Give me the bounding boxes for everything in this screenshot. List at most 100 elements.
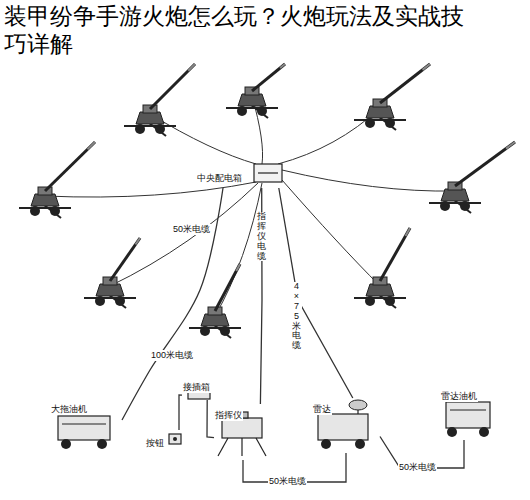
director-body bbox=[222, 418, 262, 438]
cable-connector bbox=[122, 188, 223, 420]
generator-body bbox=[58, 416, 110, 440]
gun-barrel bbox=[215, 264, 240, 311]
gun-cable bbox=[282, 180, 380, 286]
radar-mast bbox=[357, 410, 358, 414]
equipment-label: 接插箱 bbox=[182, 382, 211, 393]
gun-carriage bbox=[31, 194, 59, 206]
button-box bbox=[169, 434, 181, 444]
generator-detail bbox=[62, 423, 106, 424]
cable-connector bbox=[279, 188, 353, 398]
gun-cable bbox=[215, 183, 262, 316]
gun-barrel-tip bbox=[506, 142, 515, 149]
gun-barrel-tip bbox=[88, 142, 96, 149]
gun-wheel bbox=[365, 118, 375, 128]
gun-barrel-tip bbox=[423, 64, 431, 70]
gun-carriage bbox=[366, 284, 394, 296]
gun-wheel bbox=[257, 106, 267, 116]
gun-figure bbox=[189, 264, 241, 338]
gun-cable bbox=[282, 170, 455, 191]
equipment-node: 接插箱 bbox=[182, 376, 224, 400]
equipment-label: 大拖油机 bbox=[50, 404, 88, 415]
gun-outrigger bbox=[226, 107, 278, 109]
gun-barrel-tip bbox=[136, 238, 141, 244]
gun-carriage bbox=[96, 284, 124, 296]
gun-barrel bbox=[110, 238, 140, 281]
gun-barrel bbox=[380, 228, 410, 281]
generator-detail bbox=[450, 409, 486, 410]
cable-label: 50米电缆 bbox=[268, 476, 307, 487]
cable-label: 50米电缆 bbox=[172, 224, 211, 235]
director-leg bbox=[256, 438, 266, 456]
gun-barrel bbox=[455, 142, 515, 186]
gun-wheel bbox=[237, 106, 247, 116]
gun-wheel bbox=[200, 326, 210, 336]
gun-figure bbox=[124, 64, 195, 136]
equipment-label: 按钮 bbox=[145, 438, 165, 449]
gun-barrel-tip bbox=[406, 228, 411, 236]
generator-wheel bbox=[97, 439, 107, 449]
gun-carriage bbox=[136, 112, 164, 124]
gun-cable bbox=[150, 114, 256, 164]
gun-figure bbox=[354, 64, 430, 130]
gun-carriage bbox=[201, 314, 229, 326]
gun-barrel bbox=[380, 64, 430, 103]
equipment-node: 按钮 bbox=[145, 430, 185, 450]
gun-cable bbox=[110, 183, 258, 286]
director-leg bbox=[241, 438, 242, 456]
generator-wheel bbox=[61, 439, 71, 449]
gun-cable bbox=[45, 182, 256, 197]
gun-cable bbox=[278, 108, 380, 164]
cable-connector bbox=[207, 400, 214, 438]
gun-wheel bbox=[115, 296, 125, 306]
equipment-label: 指挥仪 bbox=[214, 410, 243, 421]
equipment-node: 雷达 bbox=[312, 398, 380, 453]
gun-wheel bbox=[365, 296, 375, 306]
gun-outrigger bbox=[189, 327, 241, 329]
radar-dish bbox=[349, 400, 367, 410]
gun-barrel bbox=[252, 64, 285, 91]
gun-figure bbox=[354, 228, 410, 308]
cable-connector bbox=[179, 395, 182, 430]
radar-wheel bbox=[355, 439, 365, 449]
gun-barrel bbox=[150, 64, 195, 109]
cable-label: 50米电缆 bbox=[398, 462, 437, 473]
gun-outrigger bbox=[124, 125, 176, 127]
director-leg bbox=[218, 438, 228, 456]
equipment-node: 大拖油机 bbox=[50, 398, 122, 453]
gun-outrigger bbox=[84, 297, 136, 299]
cable-label: 指挥仪电缆 bbox=[256, 212, 267, 261]
gun-wheel bbox=[220, 326, 230, 336]
radar-generator-body bbox=[446, 402, 490, 428]
gun-wheel bbox=[30, 206, 40, 216]
gun-wheel bbox=[95, 296, 105, 306]
gun-wheel bbox=[385, 296, 395, 306]
gun-figure bbox=[226, 64, 285, 118]
gun-outrigger bbox=[354, 297, 406, 299]
radar-trailer bbox=[318, 414, 368, 440]
gun-barrel-tip bbox=[280, 64, 285, 68]
gun-carriage bbox=[238, 94, 266, 106]
gun-barrel-tip bbox=[188, 64, 195, 71]
gun-carriage bbox=[366, 106, 394, 118]
gun-wheel bbox=[50, 206, 60, 216]
gun-barrel bbox=[45, 142, 95, 191]
gun-outrigger bbox=[19, 207, 71, 209]
button-knob bbox=[173, 437, 177, 441]
cable-label: 100米电缆 bbox=[150, 350, 194, 361]
gun-figure bbox=[84, 238, 140, 308]
box-detail bbox=[258, 172, 278, 173]
gun-outrigger bbox=[429, 202, 481, 204]
generator-wheel bbox=[447, 427, 457, 437]
gun-figure bbox=[429, 142, 515, 213]
equipment-node: 雷达油机 bbox=[440, 385, 500, 440]
equipment-node: 指挥仪 bbox=[214, 404, 272, 460]
equipment-label: 中央配电箱 bbox=[196, 173, 243, 184]
distribution-box bbox=[254, 164, 282, 182]
equipment-node: 中央配电箱 bbox=[196, 160, 286, 188]
gun-carriage bbox=[441, 189, 469, 201]
gun-wheel bbox=[385, 118, 395, 128]
generator-wheel bbox=[479, 427, 489, 437]
equipment-label: 雷达 bbox=[312, 404, 332, 415]
gun-wheel bbox=[440, 201, 450, 211]
equipment-label: 雷达油机 bbox=[440, 391, 478, 402]
